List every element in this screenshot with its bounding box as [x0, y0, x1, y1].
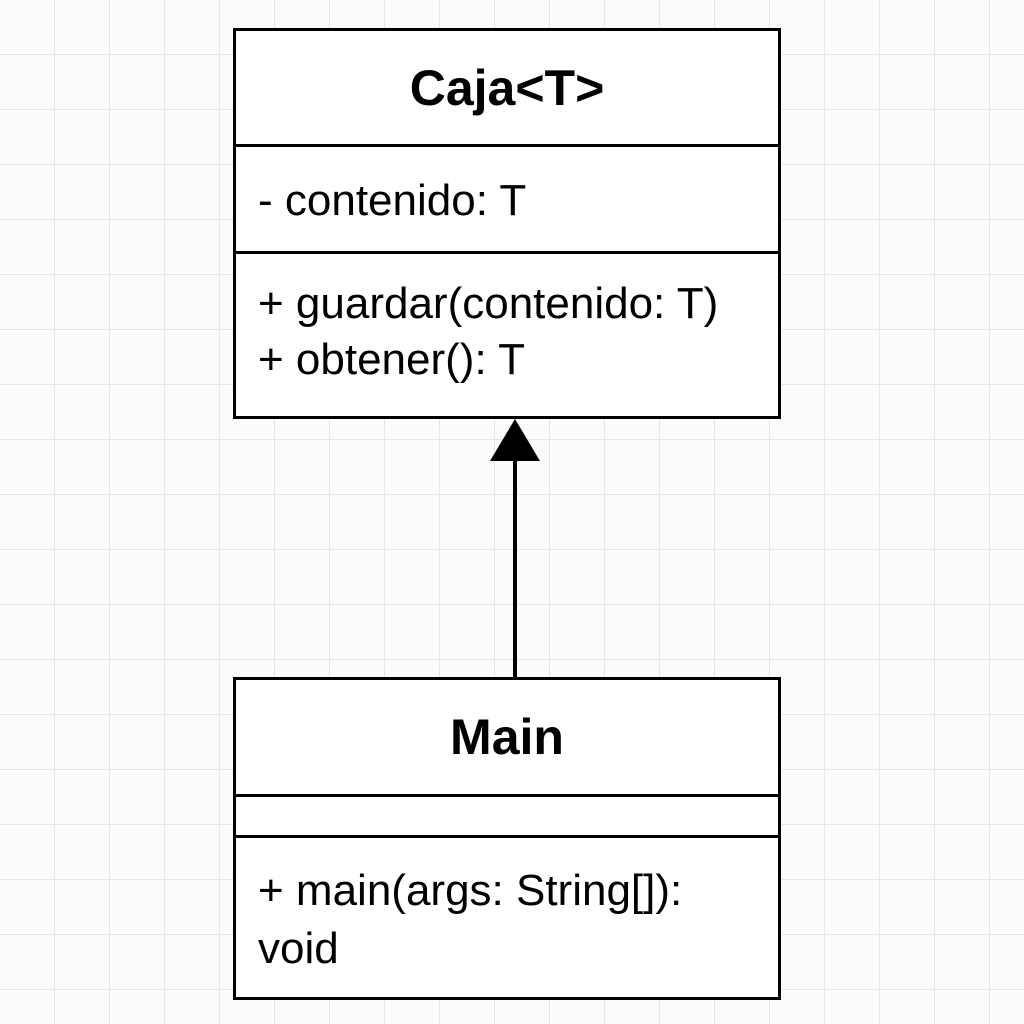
class-caja-operations: + guardar(contenido: T) + obtener(): T [236, 254, 778, 416]
class-caja-name: Caja<T> [236, 31, 778, 147]
class-main-attributes [236, 797, 778, 838]
operation-guardar: + guardar(contenido: T) [258, 279, 719, 328]
arrowhead-triangle [490, 419, 540, 461]
class-main-name: Main [236, 680, 778, 797]
operation-main: + main(args: String[]): void [258, 866, 683, 973]
operation-obtener: + obtener(): T [258, 335, 525, 384]
class-caja[interactable]: Caja<T> - contenido: T + guardar(conteni… [233, 28, 781, 419]
class-main-operations: + main(args: String[]): void [236, 838, 778, 997]
class-main[interactable]: Main + main(args: String[]): void [233, 677, 781, 1000]
attribute-contenido: - contenido: T [258, 176, 527, 225]
class-caja-attributes: - contenido: T [236, 147, 778, 254]
